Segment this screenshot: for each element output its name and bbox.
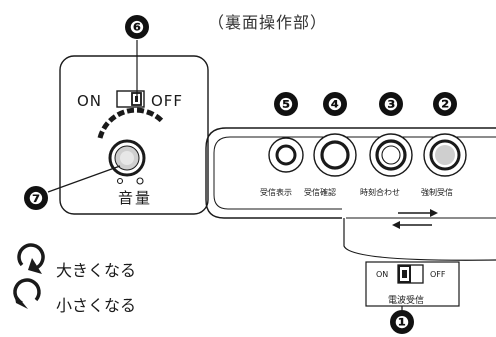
power-switch-on-label: ON (77, 92, 103, 110)
svg-text:❹: ❹ (328, 95, 342, 115)
volume-down-label: 小さくなる (56, 296, 137, 315)
rear-panel-frame (205, 127, 496, 219)
radio-switch-label: 電波受信 (388, 296, 425, 306)
callout-2: ❷ (433, 92, 457, 116)
left-panel-frame (59, 55, 209, 215)
svg-text:❸: ❸ (384, 95, 398, 115)
time-setting-label: 時刻合わせ (360, 188, 400, 197)
volume-knob[interactable] (97, 107, 165, 185)
volume-up-label: 大きくなる (56, 261, 137, 280)
svg-text:❺: ❺ (279, 95, 293, 115)
reception-display-button[interactable] (268, 137, 304, 173)
callout-1: ❶ (390, 310, 414, 334)
radio-reception-switch[interactable] (397, 264, 424, 284)
reception-display-label: 受信表示 (260, 188, 292, 197)
callout-4: ❹ (323, 92, 347, 116)
svg-text:❼: ❼ (29, 189, 43, 209)
speaker-volume-arc-icon (97, 107, 165, 139)
callout-5: ❺ (274, 92, 298, 116)
callout-7: ❼ (24, 186, 48, 210)
time-setting-button[interactable] (369, 133, 413, 177)
callout-6: ❻ (125, 15, 149, 39)
radio-switch-on-label: ON (376, 270, 389, 279)
rear-panel-edge (343, 218, 496, 261)
callout-3: ❸ (379, 92, 403, 116)
slide-left-right-arrows-icon (392, 209, 438, 229)
diagram-title: （裏面操作部） (208, 13, 328, 32)
volume-label: 音量 (118, 189, 153, 207)
forced-reception-label: 強制受信 (421, 188, 453, 197)
leader-line (47, 165, 121, 193)
svg-text:❶: ❶ (395, 313, 409, 333)
radio-switch-off-label: OFF (430, 270, 446, 279)
power-switch[interactable] (116, 90, 145, 108)
svg-text:❻: ❻ (130, 18, 144, 38)
rear-panel-inner-frame (213, 136, 496, 210)
reception-check-button[interactable] (313, 133, 357, 177)
svg-text:❷: ❷ (438, 95, 452, 115)
rotate-counterclockwise-icon (13, 278, 41, 309)
reception-check-label: 受信確認 (304, 188, 336, 197)
forced-reception-button[interactable] (423, 133, 467, 177)
power-switch-off-label: OFF (151, 92, 184, 110)
rotate-clockwise-icon (17, 243, 45, 274)
